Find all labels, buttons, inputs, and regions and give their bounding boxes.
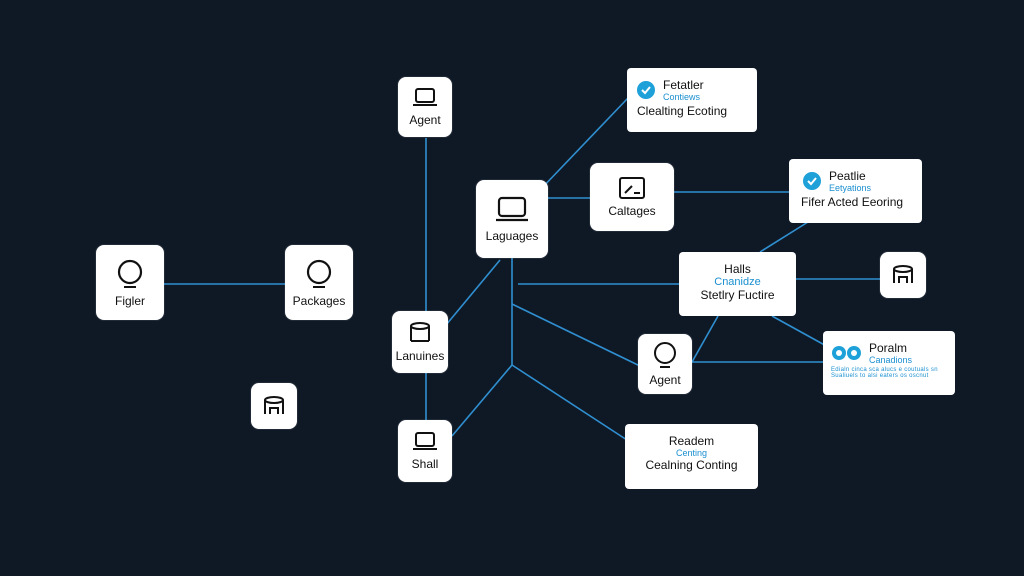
feature-right-title: Peatlie (829, 169, 866, 183)
circle-icon (306, 259, 332, 288)
check-icon (803, 172, 821, 190)
cylinder-icon (410, 322, 430, 342)
caltages-label: Caltages (608, 204, 656, 218)
feature-right-sub: Eetyations (829, 183, 872, 193)
edge-shall-languages (451, 364, 513, 437)
poralm-detail-2: Sualiuels to alsi eaters os oscnut (831, 373, 929, 379)
poralm-card[interactable]: Poralm Canadions Edialn cinca sca alucs … (823, 331, 955, 395)
packages-node[interactable]: Packages (285, 245, 353, 320)
feature-card-right[interactable]: Peatlie Eetyations Fifer Acted Eeoring (789, 159, 922, 223)
languages-node[interactable]: Laguages (476, 180, 548, 258)
agent-top-label: Agent (409, 113, 441, 127)
edge-trunk-readem (511, 364, 628, 441)
shall-node[interactable]: Shall (398, 420, 452, 482)
cylinder-icon (264, 396, 284, 414)
poralm-detail-1: Edialn cinca sca alucs e coutuals sn (831, 367, 938, 373)
poralm-sub: Canadions (869, 355, 913, 365)
agent-node-top[interactable]: Agent (398, 77, 452, 137)
halls-sub: Cnanidze (714, 276, 761, 288)
readem-sub: Centing (675, 448, 708, 458)
feature-top-title: Fetatler (663, 78, 704, 92)
feature-card-top[interactable]: Fetatler Contiews Clealting Ecoting (627, 68, 757, 132)
halls-desc: Stetlry Fuctire (700, 288, 775, 302)
lanuines-label: Lanuines (395, 349, 445, 363)
halls-title: Halls (724, 262, 751, 276)
poralm-title: Poralm (869, 341, 908, 355)
feature-top-sub: Contiews (663, 92, 701, 102)
edge-trunk-agentmid (511, 303, 641, 367)
edge-lanuines-languages (445, 259, 501, 326)
packages-label: Packages (292, 293, 346, 308)
figler-node[interactable]: Figler (96, 245, 164, 320)
figler-label: Figler (114, 293, 145, 308)
laptop-icon (413, 432, 437, 450)
caltages-node[interactable]: Caltages (590, 163, 674, 231)
laptop-icon (413, 88, 437, 106)
edge-halls-poralm (771, 315, 831, 349)
cylinder-icon (893, 265, 913, 283)
check-icon (637, 81, 655, 99)
readem-card[interactable]: Readem Centing Cealning Conting (625, 424, 758, 489)
circle-icon (654, 342, 676, 368)
halls-card[interactable]: Halls Cnanidze Stetlry Fuctire (679, 252, 796, 316)
agent-node-mid[interactable]: Agent (638, 334, 692, 394)
languages-label: Laguages (485, 229, 539, 243)
small-cylinder-node[interactable] (251, 383, 297, 429)
readem-title: Readem (668, 434, 715, 448)
edge-halls-agentmid (691, 315, 719, 363)
right-cylinder-node[interactable] (880, 252, 926, 298)
circle-icon (117, 259, 143, 288)
feature-right-desc: Fifer Acted Eeoring (801, 195, 904, 209)
edge-languages-feature-top (539, 97, 629, 191)
shall-label: Shall (411, 457, 439, 471)
laptop-icon (496, 196, 528, 222)
chart-icon (619, 177, 645, 199)
toggle-icon (832, 346, 861, 360)
readem-desc: Cealning Conting (645, 458, 738, 472)
edge-halls-feature-right (759, 221, 809, 253)
lanuines-node[interactable]: Lanuines (392, 311, 448, 373)
agent-mid-label: Agent (649, 373, 681, 387)
feature-top-desc: Clealting Ecoting (637, 104, 728, 118)
